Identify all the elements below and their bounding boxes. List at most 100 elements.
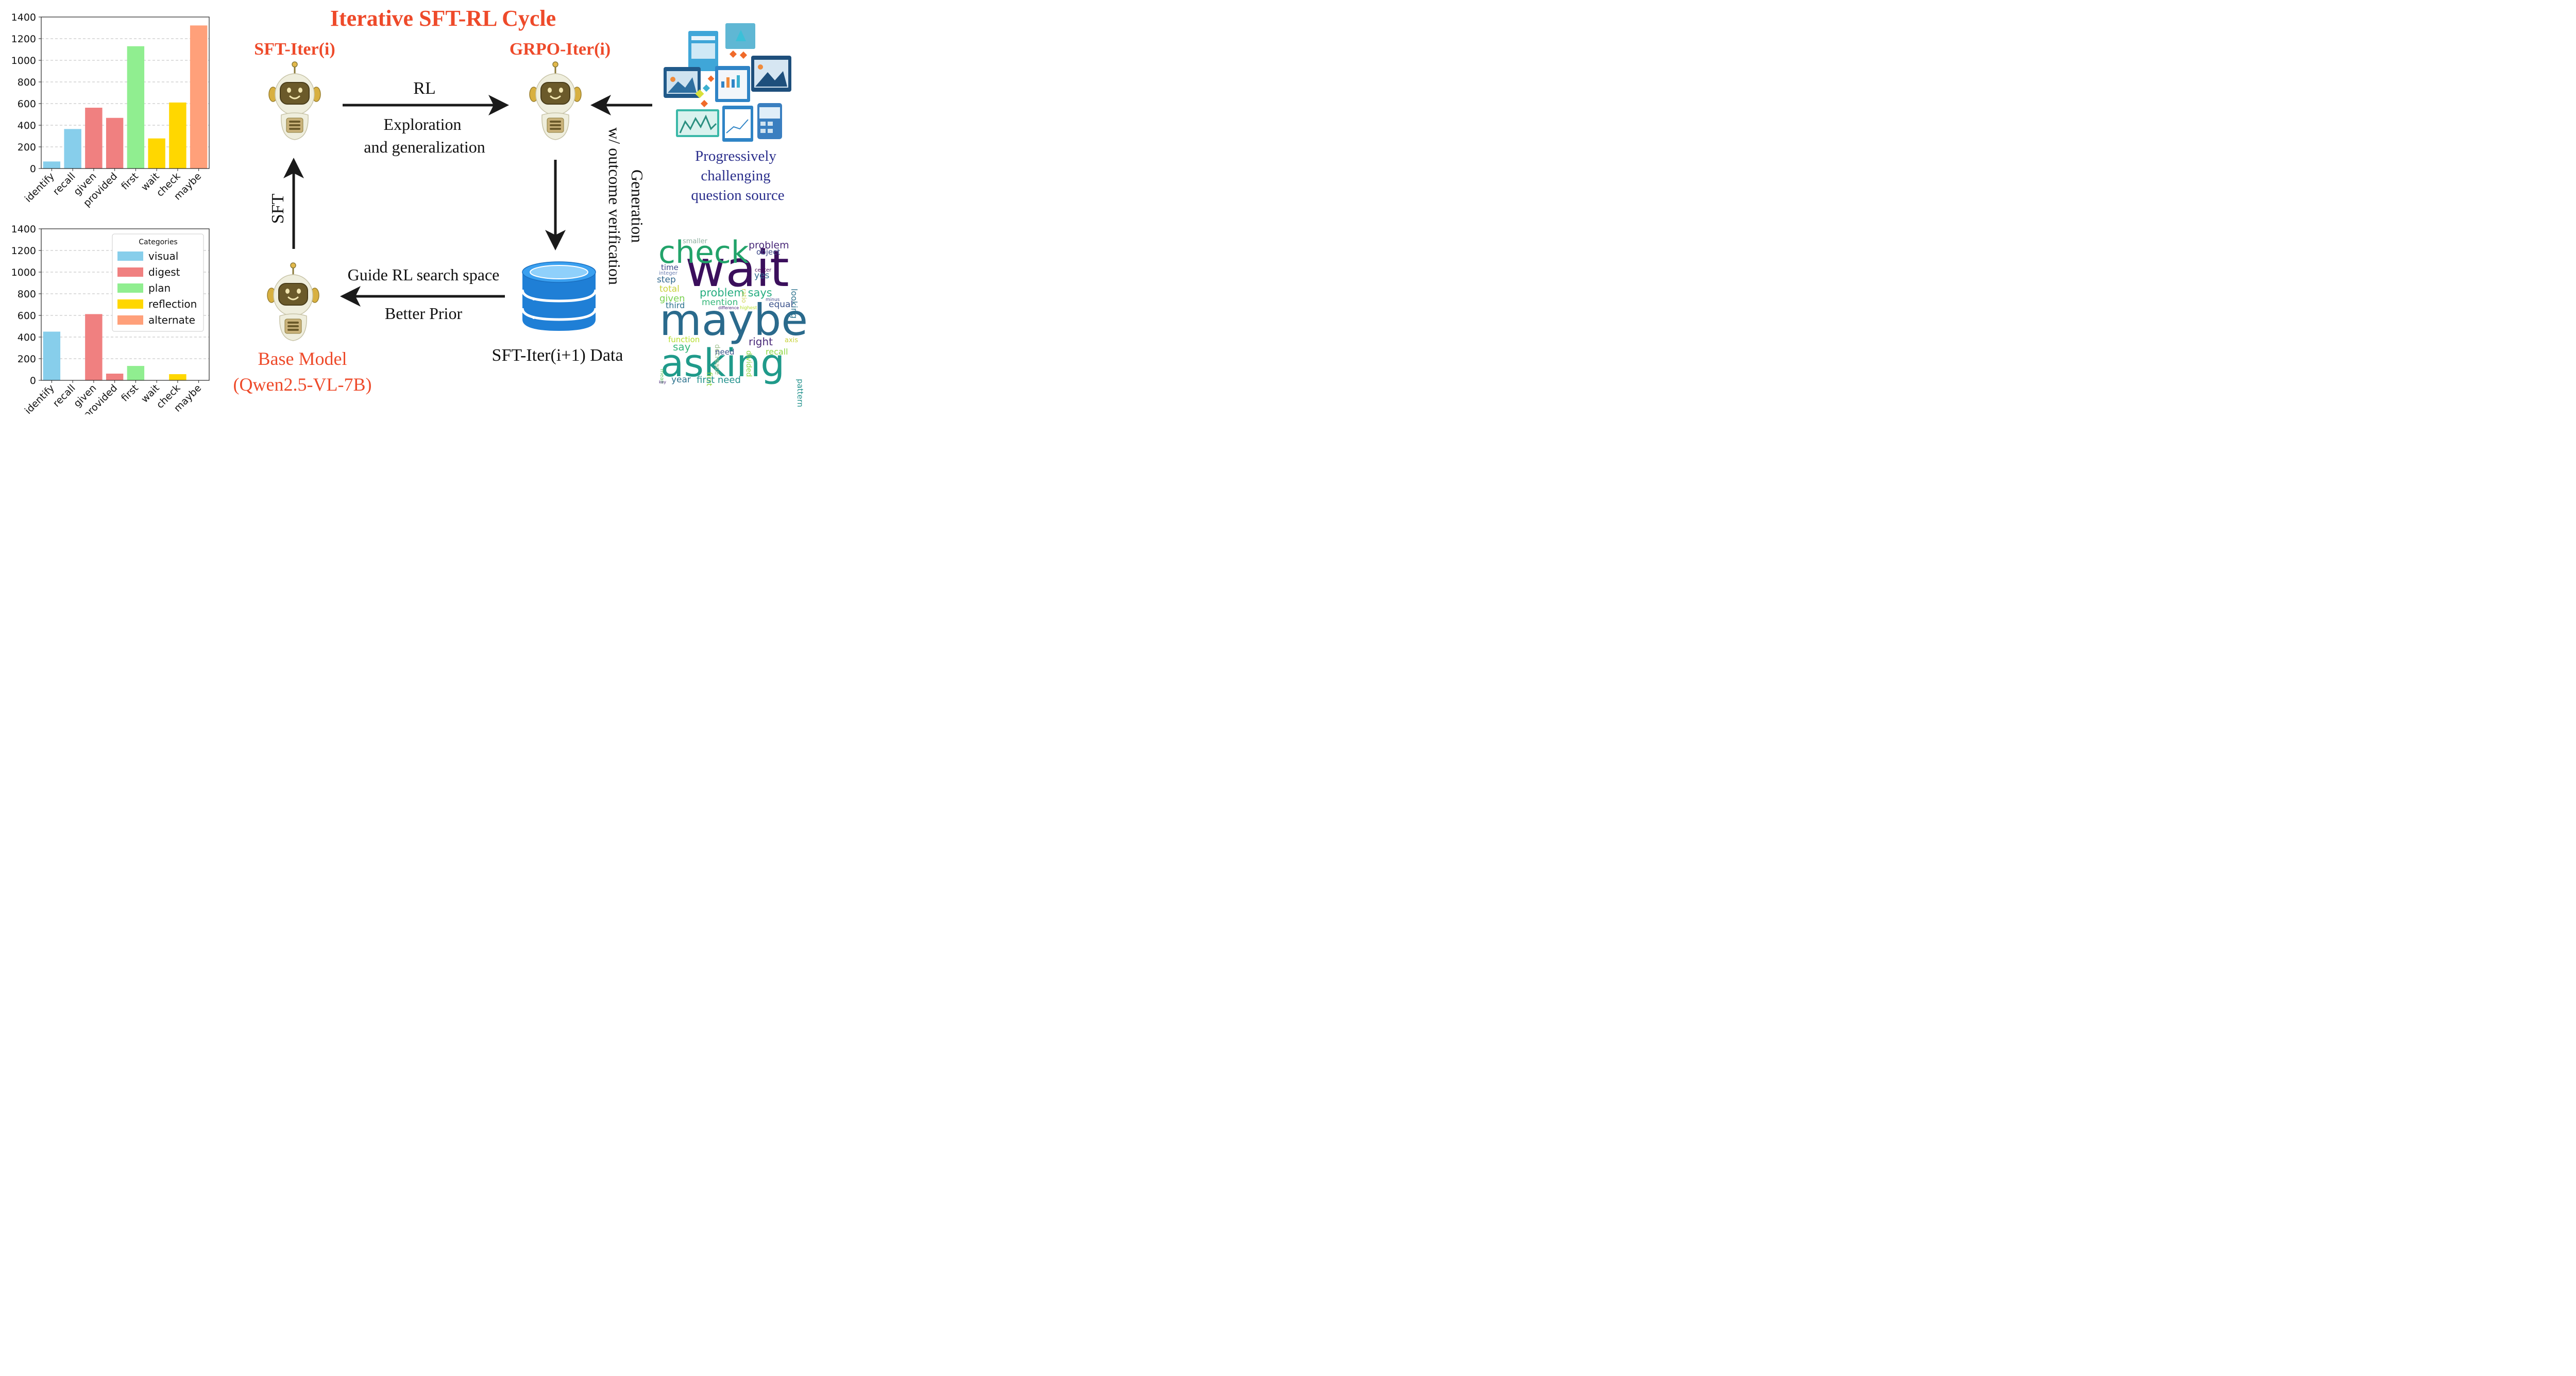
word-integer: integer (659, 271, 678, 276)
word-year: year (671, 375, 691, 385)
word-recall: recall (766, 347, 788, 357)
bar-maybe (190, 25, 208, 169)
word-given: given (659, 293, 685, 304)
word-total: total (659, 284, 680, 294)
sft-iter-label: SFT-Iter(i) (254, 40, 335, 59)
bar-recall (64, 129, 81, 169)
word-asking: asking (660, 341, 785, 385)
y-tick-label: 400 (18, 120, 36, 131)
y-tick-label: 600 (18, 98, 36, 110)
question-source-line3: question source (691, 187, 784, 204)
question-source-line2: challenging (701, 167, 770, 184)
word-step: step (657, 275, 676, 285)
word-problem-says: problem says (700, 287, 772, 299)
bar-given (85, 107, 103, 169)
y-tick-label: 1400 (11, 224, 36, 235)
exploration-label-line1: Exploration (383, 115, 461, 133)
word-minus: minus (766, 297, 780, 303)
word-yes: yes (754, 271, 770, 281)
y-tick-label: 0 (30, 163, 36, 175)
diagram-title: Iterative SFT-RL Cycle (330, 6, 556, 31)
question-source-line1: Progressively (695, 148, 776, 164)
word-check: check (658, 234, 749, 271)
chart-top-bars (43, 25, 208, 169)
word-key: key (659, 380, 666, 384)
base-model-robot-icon (266, 262, 320, 342)
word-mention: mention (702, 297, 738, 308)
bar-provided (106, 118, 124, 169)
word-first-need: first need (697, 375, 741, 385)
legend-label-plan: plan (148, 282, 171, 294)
chart-bottom-bars (43, 314, 187, 380)
chart-legend: Categories visual digest plan reflection alt… (112, 233, 204, 332)
y-tick-label: 200 (18, 142, 36, 153)
legend-swatch-reflection (117, 299, 143, 309)
word-divided: divided (744, 350, 753, 377)
x-tick-label-first: first (119, 382, 141, 404)
sft-label: SFT (268, 193, 287, 224)
word-say: say (673, 341, 691, 353)
word-right: right (749, 335, 773, 348)
word-highest: highest (740, 306, 757, 311)
chart-bottom-frame (41, 228, 210, 381)
word-smaller: smaller (683, 238, 708, 245)
y-tick-label: 1000 (11, 267, 36, 278)
y-tick-label: 200 (18, 354, 36, 365)
bar-check (169, 102, 187, 169)
y-tick-label: 1000 (11, 55, 36, 66)
legend-label-alternate: alternate (148, 314, 195, 326)
x-tick-label-recall: recall (51, 171, 78, 197)
x-tick-label-first: first (119, 171, 141, 192)
grpo-iter-label: GRPO-Iter(i) (510, 40, 611, 59)
bar-provided (106, 373, 124, 380)
chart-top-x-tick-labels: identifyrecallgivenprovidedfirstwaitchec… (23, 169, 204, 209)
sft-data-label: SFT-Iter(i+1) Data (492, 346, 623, 365)
word-decrease: decrease (713, 344, 721, 375)
bar-check (169, 374, 187, 380)
legend-swatch-plan (117, 283, 143, 293)
rl-label: RL (413, 79, 435, 98)
better-prior-label: Better Prior (385, 304, 463, 323)
legend-title: Categories (139, 238, 177, 246)
legend-label-visual: visual (148, 250, 178, 262)
base-model-label-line1: Base Model (258, 348, 347, 369)
x-tick-label-identify: identify (23, 171, 57, 205)
word-axis: axis (785, 337, 798, 344)
legend-swatch-visual (117, 251, 143, 261)
y-tick-label: 600 (18, 310, 36, 322)
base-model-label-line2: (Qwen2.5-VL-7B) (233, 374, 372, 395)
word-mean: mean (659, 369, 665, 383)
x-tick-label-identify: identify (23, 382, 57, 414)
word-wait: wait (685, 240, 789, 298)
exploration-label-line2: and generalization (364, 138, 485, 156)
word-equal: equal (769, 299, 793, 310)
bar-identify (43, 331, 61, 380)
word-pattern: pattern (795, 379, 805, 407)
word-function: function (668, 335, 700, 344)
word-need: need (715, 347, 735, 357)
legend-label-reflection: reflection (148, 298, 197, 310)
word-problem: problem (749, 240, 789, 251)
bar-identify (43, 161, 61, 169)
word-difference: difference (718, 306, 739, 310)
y-tick-label: 1200 (11, 245, 36, 257)
generation-label-line1: Generation (628, 170, 647, 243)
y-tick-label: 800 (18, 77, 36, 88)
x-tick-label-recall: recall (51, 382, 78, 409)
legend-swatch-digest (117, 267, 143, 277)
grpo-robot-icon (529, 61, 582, 141)
bar-wait (148, 138, 165, 169)
word-center: center (755, 267, 772, 273)
legend-label-digest: digest (148, 266, 180, 278)
y-tick-label: 1200 (11, 33, 36, 45)
legend-swatch-alternate (117, 315, 143, 325)
generation-label-line2: w/ outcome verification (605, 127, 624, 285)
bar-first (127, 46, 145, 169)
word-first: first (705, 372, 713, 387)
